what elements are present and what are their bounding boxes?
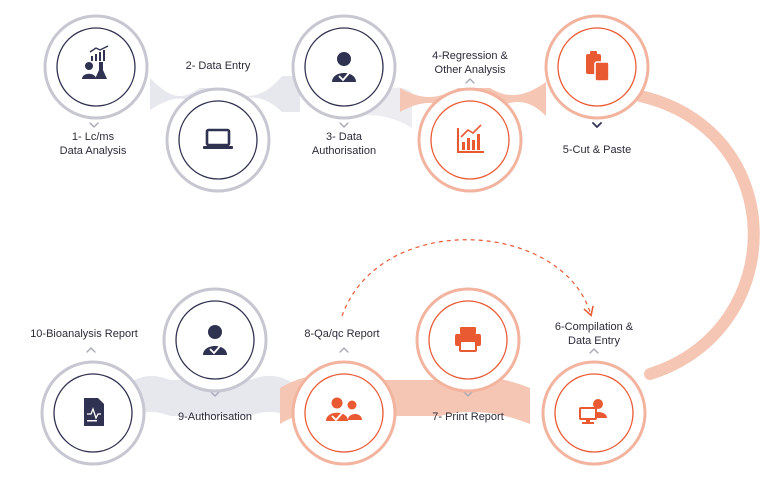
step-3-label: 3- Data Authorisation <box>311 131 377 157</box>
step-9-label: 9-Authorisation <box>178 411 252 423</box>
node-6 <box>541 360 647 466</box>
node-8 <box>291 360 397 466</box>
chevron-down-icon <box>463 391 473 397</box>
step-10-label: 10-Bioanalysis Report <box>30 328 138 340</box>
step-8-label: 8-Qa/qc Report <box>304 328 380 340</box>
node-5 <box>544 14 650 120</box>
user-computer-icon <box>579 399 607 424</box>
chevron-up-icon <box>465 78 475 84</box>
user-check-icon <box>332 52 356 82</box>
chevron-up-icon <box>589 348 599 354</box>
dashed-arc-arrow <box>341 239 594 317</box>
laptop-icon <box>203 128 233 149</box>
node-10 <box>40 360 146 466</box>
node-9 <box>162 287 268 393</box>
chevron-up-icon <box>339 347 349 353</box>
printer-icon <box>455 327 481 352</box>
chevron-down-icon <box>339 122 349 128</box>
node-1 <box>43 14 149 120</box>
chevron-up-icon <box>86 347 96 353</box>
step-2-label: 2- Data Entry <box>185 60 251 72</box>
clipboard-copy-icon <box>586 51 610 82</box>
step-6-label: 6-Compilation & Data Entry <box>554 321 634 347</box>
step-4-label: 4-Regression & Other Analysis <box>432 50 508 76</box>
node-7 <box>415 287 521 393</box>
user-check-icon <box>203 325 227 355</box>
step-5-label: 5-Cut & Paste <box>562 144 632 156</box>
chevron-down-icon <box>210 391 220 397</box>
chevron-down-icon <box>592 122 602 128</box>
node-2 <box>165 87 271 193</box>
chart-icon <box>457 124 484 153</box>
report-document-icon <box>84 398 104 426</box>
users-check-icon <box>326 397 362 422</box>
chevron-down-icon <box>89 122 99 128</box>
step-7-label: 7- Print Report <box>432 411 504 423</box>
analysis-team-icon <box>82 45 109 79</box>
return-curve <box>634 90 760 380</box>
chevrons <box>86 78 602 397</box>
node-4 <box>417 87 523 193</box>
step-1-label: 1- Lc/ms Data Analysis <box>59 131 127 157</box>
node-3 <box>291 14 397 120</box>
